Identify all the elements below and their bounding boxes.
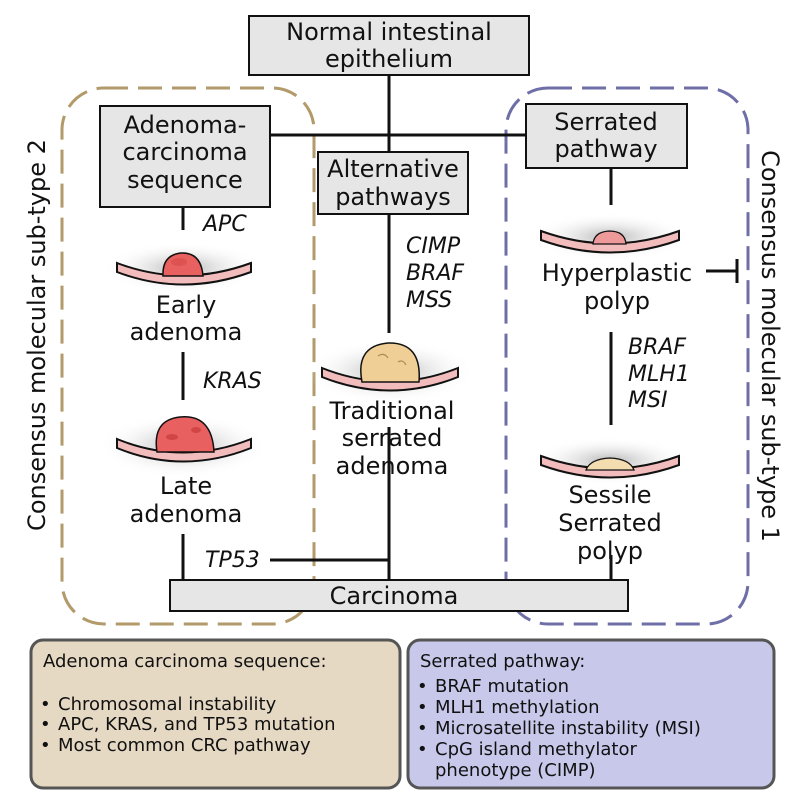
legend-adenoma-bullet: • — [40, 714, 51, 735]
legend-serrated-bullet: • — [417, 718, 428, 739]
adenoma-carcinoma-box — [99, 105, 271, 208]
adenoma-box-line3: sequence — [127, 166, 243, 194]
traditional-serrated-adenoma-polyp — [305, 340, 475, 404]
normal-epithelium-label: Normal intestinal — [286, 18, 492, 46]
gene-kras: KRAS — [203, 369, 262, 394]
legend-adenoma-bullet: • — [40, 694, 51, 715]
gene-mss: MSS — [406, 288, 452, 313]
late-adenoma-polyp — [98, 414, 268, 478]
legend-serrated-bullet: • — [417, 697, 428, 718]
subtype-2-label: Consensus molecular sub-type 2 — [23, 139, 51, 531]
legend-serrated-item: BRAF mutation — [435, 676, 569, 697]
legend-adenoma-list: • Chromosomal instability • APC, KRAS, a… — [40, 694, 336, 756]
legend-adenoma-box — [29, 638, 402, 790]
legend-serrated-title: Serrated pathway: — [420, 651, 585, 672]
gene-msi: MSI — [628, 388, 667, 413]
traditional-serrated-label-3: adenoma — [336, 452, 449, 480]
alternative-pathways-box — [317, 151, 469, 215]
early-adenoma-polyp — [103, 242, 263, 294]
serrated-pathway-box — [525, 103, 688, 169]
gene-cimp: CIMP — [406, 234, 461, 259]
legend-serrated-item: MLH1 methylation — [435, 697, 600, 718]
normal-epithelium-label-2: epithelium — [325, 45, 453, 73]
hyperplastic-polyp — [530, 213, 690, 261]
legend-serrated-item: CpG island methylator — [435, 739, 637, 760]
legend-serrated-item: Microsatellite instability (MSI) — [435, 718, 701, 739]
alternative-box-line1: Alternative — [327, 155, 459, 183]
subtype-1-region — [504, 86, 750, 626]
legend-serrated-item-cont: phenotype (CIMP) — [435, 760, 596, 781]
carcinoma-box — [169, 579, 629, 612]
legend-serrated-box — [406, 638, 776, 790]
late-adenoma-label: Late — [160, 472, 212, 500]
traditional-serrated-label: Traditional — [329, 397, 455, 425]
alternative-box-line2: pathways — [335, 183, 451, 211]
carcinoma-label: Carcinoma — [330, 582, 459, 610]
early-adenoma-label: Early — [156, 291, 217, 319]
gene-mlh1: MLH1 — [628, 362, 690, 387]
legend-serrated-list: • BRAF mutation • MLH1 methylation • Mic… — [417, 676, 701, 781]
legend-adenoma-item: Chromosomal instability — [58, 694, 277, 715]
legend-adenoma-item: APC, KRAS, and TP53 mutation — [58, 714, 336, 735]
gene-apc: APC — [201, 212, 247, 237]
early-adenoma-label-2: adenoma — [130, 318, 243, 346]
legend-adenoma-title: Adenoma carcinoma sequence: — [43, 651, 327, 672]
hyperplastic-label-2: polyp — [584, 287, 650, 315]
normal-epithelium-box — [248, 15, 530, 76]
adenoma-box-line1: Adenoma- — [124, 111, 247, 139]
sessile-serrated-label: Sessile — [568, 481, 651, 509]
sessile-serrated-label-2: Serrated — [558, 509, 661, 537]
hyperplastic-label: Hyperplastic — [542, 259, 693, 287]
legend-serrated-bullet: • — [417, 739, 428, 760]
sessile-serrated-polyp — [530, 437, 690, 485]
gene-braf-middle: BRAF — [406, 261, 464, 286]
legend-adenoma-bullet: • — [40, 735, 51, 756]
gene-braf-right: BRAF — [628, 335, 686, 360]
legend-adenoma-item: Most common CRC pathway — [58, 735, 311, 756]
serrated-box-line2: pathway — [554, 135, 657, 163]
subtype-1-label: Consensus molecular sub-type 1 — [756, 150, 784, 542]
traditional-serrated-label-2: serrated — [342, 424, 443, 452]
sessile-serrated-label-3: polyp — [577, 537, 643, 565]
late-adenoma-label-2: adenoma — [130, 500, 243, 528]
adenoma-box-line2: carcinoma — [122, 138, 247, 166]
serrated-box-line1: Serrated — [554, 108, 657, 136]
gene-tp53: TP53 — [205, 548, 260, 573]
subtype-2-region — [60, 86, 316, 626]
legend-serrated-bullet: • — [417, 676, 428, 697]
